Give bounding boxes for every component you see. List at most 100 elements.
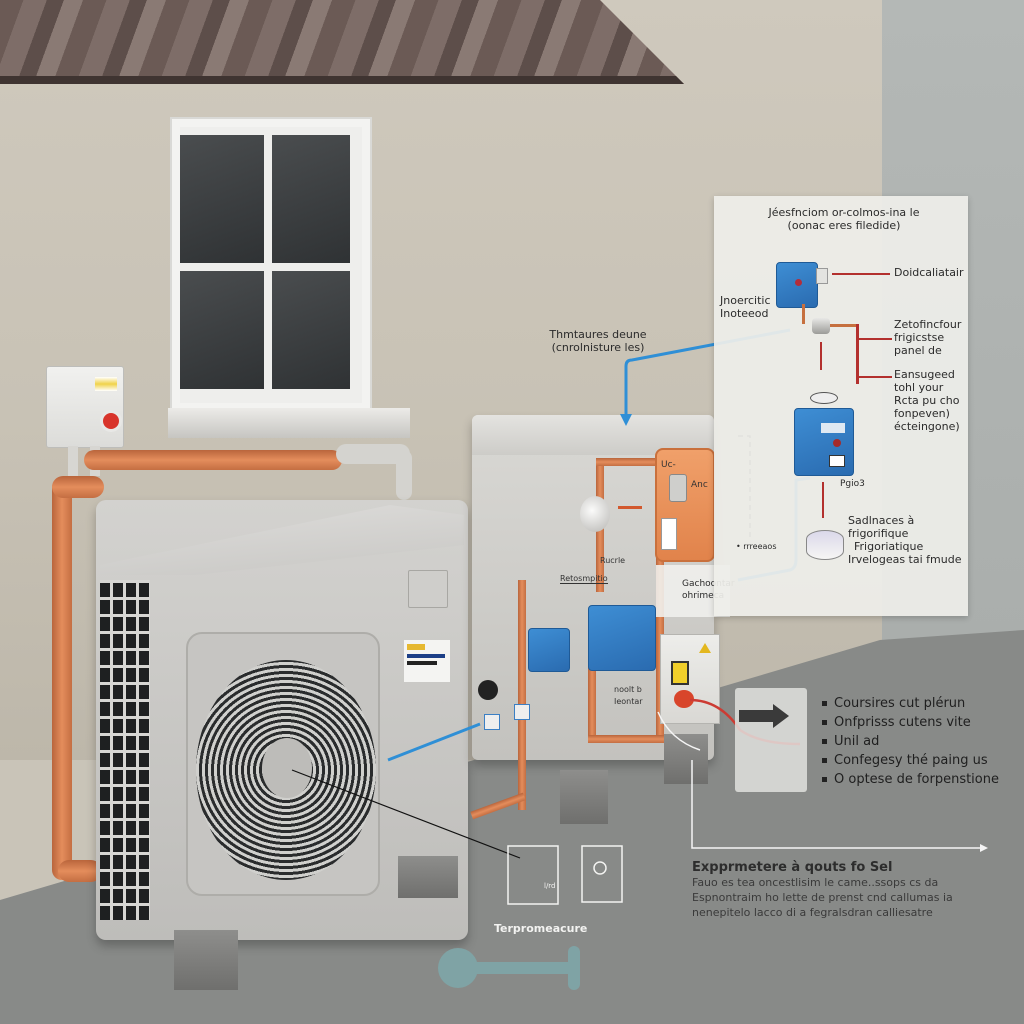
window-pane <box>180 135 264 263</box>
red-line <box>858 338 892 340</box>
window-sill <box>168 408 410 438</box>
controller-box <box>776 262 818 308</box>
label-line: Rcta pu cho fonpeven) <box>894 394 960 420</box>
window-pane <box>272 271 350 389</box>
label-line: Zetofincfour <box>894 318 962 331</box>
red-arrow <box>832 273 890 275</box>
isolator-switch-box[interactable] <box>46 366 124 448</box>
label-line: frigicstse panel de <box>894 331 945 357</box>
refrigerant-pipe-elbow <box>52 476 104 498</box>
warning-label <box>95 377 117 391</box>
breaker-icon[interactable] <box>671 661 689 685</box>
arrow-head-icon <box>773 704 789 728</box>
panel-label: Anc <box>691 480 708 490</box>
valve-label: Rucrle <box>600 556 626 565</box>
circulation-pump-box[interactable] <box>588 605 656 671</box>
rating-label <box>404 640 450 682</box>
note-title: Expprmetere à qouts fo Sel <box>692 860 893 875</box>
window-pane <box>272 135 350 263</box>
label-line: écteingone) <box>894 420 960 433</box>
panel-header-line: Jéesfnciom or-colmos-ina le <box>768 206 920 219</box>
callout-line: (cnrolnisture les) <box>551 341 645 354</box>
panel-header: Jéesfnciom or-colmos-ina le (oonac eres … <box>744 206 944 232</box>
cable-gland-icon <box>674 690 694 708</box>
label-line: Frigoriatique <box>854 540 924 553</box>
label-right-2: Zetofincfour frigicstse panel de <box>894 318 968 357</box>
window <box>170 117 372 413</box>
sensor-label: Gachoontar <box>682 579 735 589</box>
callout-label: Thmtaures deune (cnrolnisture les) <box>538 328 658 354</box>
window-pane <box>180 271 264 389</box>
switch-icon[interactable] <box>661 518 677 550</box>
label-left-1: Jnoercitic Inoteeod <box>720 294 771 320</box>
note-line: nenepitelo lacco di a fegralsdran callie… <box>692 906 933 919</box>
box-label: Pgio3 <box>840 479 865 489</box>
roof-shingles <box>0 0 684 84</box>
internal-pipe <box>518 580 526 810</box>
label-line: Irvelogeas tai fmude <box>848 553 962 566</box>
support-block <box>174 930 238 990</box>
connector <box>484 714 500 730</box>
internal-pipe <box>596 458 660 466</box>
refrigerant-pipe <box>84 450 342 470</box>
pipe <box>830 324 858 327</box>
panel-header-line: (oonac eres filedide) <box>787 219 901 232</box>
red-line <box>858 376 892 378</box>
note-line: Fauo es tea oncestlisim le came..ssops c… <box>692 876 939 889</box>
support-block <box>664 734 708 784</box>
gauge-icon <box>810 392 838 404</box>
legend-item: Confegesy thé paing us <box>822 751 999 770</box>
panel-label: Uc- <box>661 460 676 470</box>
legend-item: Coursires cut plérun <box>822 694 999 713</box>
conduit <box>68 446 78 476</box>
arrow-icon <box>739 710 775 722</box>
grey-pipe <box>396 450 412 500</box>
handle-recess <box>408 570 448 608</box>
pressure-gauge-icon <box>580 496 610 532</box>
label-line: Sadlnaces à frigorifique <box>848 514 915 540</box>
callout-line: Thmtaures deune <box>549 328 647 341</box>
flow-arrow-icon <box>618 506 642 509</box>
electrical-box[interactable] <box>660 634 720 724</box>
support-block <box>398 856 458 898</box>
legend-item: Unil ad <box>822 732 999 751</box>
label-line: Eansugeed tohl your <box>894 368 955 394</box>
legend-arrow-card <box>735 688 807 792</box>
red-arrow <box>820 342 822 370</box>
pump-label: noolt b <box>614 685 642 694</box>
control-panel[interactable]: Uc- Anc <box>655 448 715 562</box>
warning-icon <box>699 643 711 653</box>
legend-item: O optese de forpenstione <box>822 770 999 789</box>
red-arrow <box>822 482 824 518</box>
tank-icon <box>806 530 844 560</box>
internal-pipe <box>588 650 596 742</box>
refrigerant-pipe-elbow <box>58 860 102 882</box>
label-line: Inoteeod <box>720 307 769 320</box>
sensor-icon <box>816 268 828 284</box>
side-grille <box>100 580 150 920</box>
note-block: Expprmetere à qouts fo Sel Fauo es tea o… <box>692 860 992 920</box>
hydraulic-box <box>794 408 854 476</box>
internal-pipe <box>588 735 664 743</box>
sensor-icon <box>669 474 687 502</box>
tank-label: Sadlnaces à frigorifique Frigoriatique I… <box>848 514 968 566</box>
label-right-1: Doidcaliatair <box>894 266 964 279</box>
note-line: Espnontraim ho lette de prenst cnd callu… <box>692 891 953 904</box>
thermostat-small-text: l/rd <box>544 882 556 890</box>
label-right-3: Eansugeed tohl your Rcta pu cho fonpeven… <box>894 368 968 433</box>
connector <box>514 704 530 720</box>
port-icon <box>478 680 498 700</box>
refrigerant-pipe <box>52 478 72 880</box>
support-block <box>560 770 608 824</box>
red-switch-icon[interactable] <box>103 413 119 429</box>
roof-edge <box>0 76 684 84</box>
red-line <box>856 324 859 384</box>
dashed-line-label: • rrreeaos <box>736 542 777 551</box>
filter-icon <box>812 318 830 334</box>
grey-pipe <box>336 444 410 464</box>
fan-hub <box>262 738 312 798</box>
legend-list: Coursires cut plérun Onfprisss cutens vi… <box>822 694 999 789</box>
pump-label: Ieontar <box>614 697 643 706</box>
legend-item: Onfprisss cutens vite <box>822 713 999 732</box>
label-line: Jnoercitic <box>720 294 771 307</box>
